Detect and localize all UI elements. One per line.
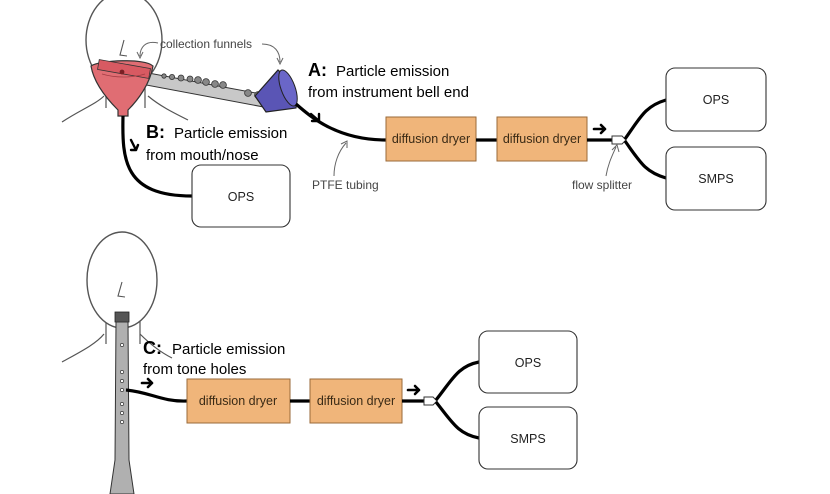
- smps-instrument-c: [478, 406, 578, 470]
- collection-funnels-leader-left: [139, 41, 159, 57]
- flow-arrow-c2: [406, 384, 421, 396]
- setup-b-title-line2: from mouth/nose: [146, 147, 259, 164]
- setup-a-title-line1: Particle emission: [336, 63, 449, 80]
- collection-funnels-label: collection funnels: [160, 37, 252, 51]
- ptfe-tube-c-smps: [434, 401, 480, 440]
- smps-instrument-c-label: SMPS: [510, 432, 545, 446]
- ptfe-tube-b: [121, 115, 193, 198]
- setup-b-letter: B:: [146, 122, 165, 142]
- diffusion-dryer-a1: [385, 116, 477, 162]
- flow-splitter-label: flow splitter: [572, 178, 632, 192]
- ops-instrument-b-label: OPS: [228, 190, 254, 204]
- clarinet-tone-holes: [120, 343, 124, 424]
- setup-a-title-line2: from instrument bell end: [308, 84, 469, 101]
- ops-instrument-a-label: OPS: [703, 93, 729, 107]
- collection-funnels-leader-right: [261, 43, 281, 63]
- ptfe-tube-a-smps: [623, 140, 667, 180]
- ptfe-tubing-leader: [333, 142, 347, 177]
- bell-collection-funnel: [254, 69, 298, 113]
- ptfe-tube-c-ops: [434, 360, 480, 401]
- flow-splitter-a: [611, 135, 627, 145]
- ops-instrument-c: [478, 330, 578, 394]
- setup-c-letter: C:: [143, 338, 162, 358]
- setup-a-letter: A:: [308, 60, 327, 80]
- flow-arrow-b: [129, 138, 140, 152]
- diffusion-dryer-c2-label: diffusion dryer: [317, 394, 395, 408]
- smps-instrument-a: [665, 146, 767, 211]
- flow-arrow-a1: [309, 112, 321, 123]
- ops-instrument-c-label: OPS: [515, 356, 541, 370]
- diffusion-dryer-c1-label: diffusion dryer: [199, 394, 277, 408]
- mouth-collection-funnel: [90, 59, 154, 117]
- ops-instrument-a: [665, 67, 767, 132]
- diffusion-dryer-a1-label: diffusion dryer: [392, 132, 470, 146]
- smps-instrument-a-label: SMPS: [698, 172, 733, 186]
- flow-arrow-c1: [140, 377, 154, 389]
- flow-arrow-a2: [592, 123, 607, 135]
- ops-instrument-b: [191, 164, 291, 228]
- diffusion-dryer-c1: [186, 378, 291, 424]
- diffusion-dryer-a2-label: diffusion dryer: [503, 132, 581, 146]
- setup-b: B: Particle emission from mouth/nose OPS: [121, 115, 291, 228]
- diffusion-dryer-c2: [309, 378, 403, 424]
- setup-c-title-line1: Particle emission: [172, 341, 285, 358]
- ptfe-tubing-label: PTFE tubing: [312, 178, 379, 192]
- ptfe-tube-a-ops: [623, 98, 667, 140]
- setup-c-title-line2: from tone holes: [143, 361, 246, 378]
- setup-a: A: Particle emission from instrument bel…: [294, 60, 767, 211]
- setup-c: C: Particle emission from tone holes dif…: [125, 330, 578, 470]
- flow-splitter-c: [423, 396, 438, 406]
- clarinet: [109, 311, 135, 494]
- ptfe-tube-c-inlet: [125, 388, 188, 403]
- flow-splitter-leader: [605, 146, 617, 177]
- ptfe-tube-a-inlet: [294, 102, 387, 142]
- setup-b-title-line1: Particle emission: [174, 125, 287, 142]
